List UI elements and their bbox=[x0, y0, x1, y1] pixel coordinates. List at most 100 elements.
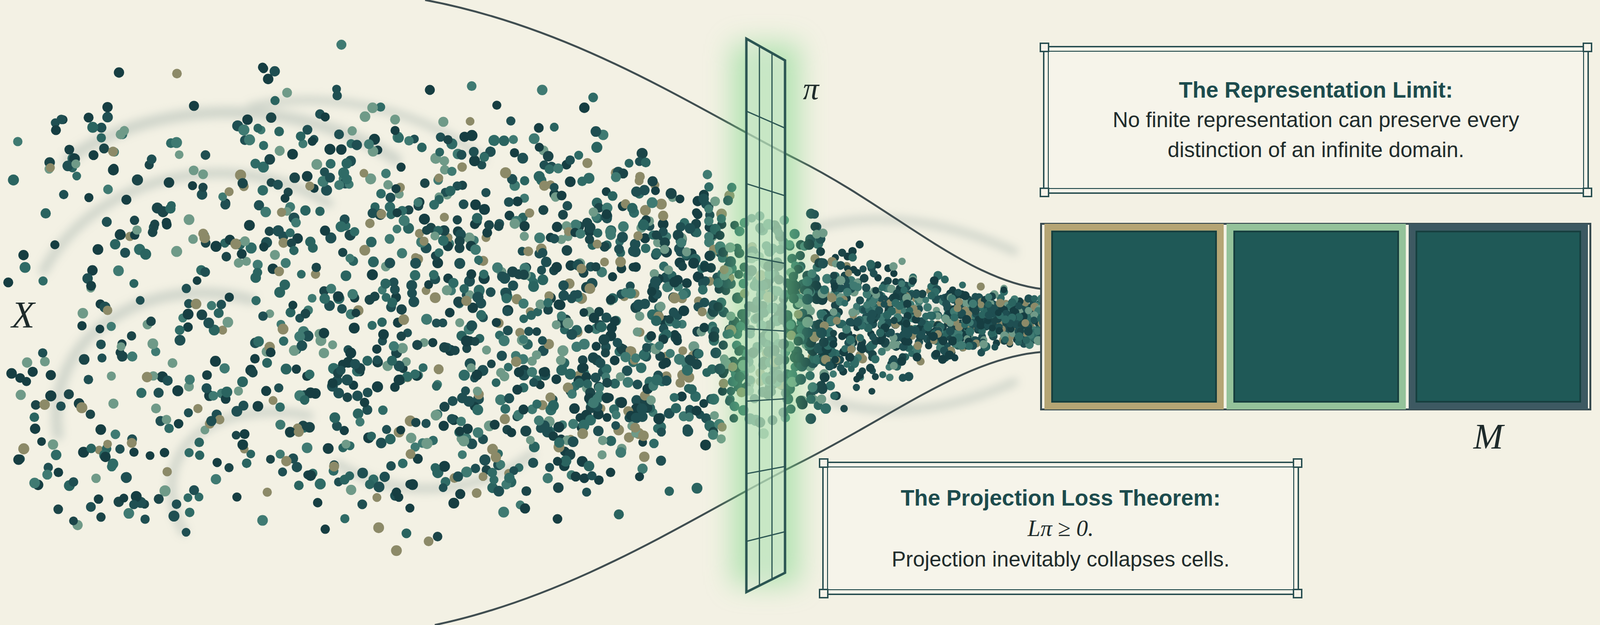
data-point bbox=[270, 249, 281, 260]
data-point bbox=[493, 221, 504, 231]
data-point bbox=[577, 428, 588, 439]
data-point bbox=[153, 387, 164, 398]
data-point bbox=[591, 341, 601, 351]
data-point bbox=[422, 225, 432, 235]
data-point bbox=[657, 427, 667, 437]
data-point bbox=[698, 193, 710, 204]
data-point bbox=[188, 485, 200, 496]
data-point bbox=[447, 166, 457, 176]
data-point bbox=[929, 275, 939, 285]
data-point bbox=[238, 400, 249, 411]
data-point bbox=[541, 256, 552, 268]
data-point bbox=[87, 121, 99, 133]
data-point bbox=[561, 244, 573, 256]
data-point bbox=[50, 240, 60, 250]
data-point bbox=[371, 381, 384, 393]
data-point bbox=[830, 391, 839, 400]
data-point bbox=[159, 447, 170, 458]
data-point bbox=[348, 322, 360, 334]
data-point bbox=[83, 374, 94, 385]
data-point bbox=[598, 334, 610, 346]
data-point bbox=[600, 257, 609, 267]
data-point bbox=[185, 507, 195, 517]
data-point bbox=[537, 274, 549, 286]
data-point bbox=[367, 102, 378, 114]
data-point bbox=[264, 226, 274, 236]
data-point bbox=[609, 355, 620, 366]
data-point bbox=[171, 245, 183, 258]
data-point bbox=[868, 387, 876, 395]
data-point bbox=[116, 342, 126, 351]
data-point bbox=[615, 396, 628, 408]
data-point bbox=[291, 364, 301, 374]
data-point bbox=[488, 134, 500, 146]
data-point bbox=[638, 429, 649, 441]
data-point bbox=[669, 392, 679, 402]
data-point bbox=[102, 305, 113, 315]
data-point bbox=[616, 231, 629, 243]
data-point bbox=[641, 243, 651, 254]
data-point bbox=[262, 357, 272, 368]
data-point bbox=[433, 364, 444, 375]
data-point bbox=[108, 398, 119, 409]
data-point bbox=[911, 326, 920, 335]
data-point bbox=[880, 300, 888, 308]
data-point bbox=[491, 317, 501, 328]
data-point bbox=[219, 363, 230, 374]
data-point bbox=[279, 279, 291, 290]
data-point bbox=[96, 512, 106, 522]
data-point bbox=[551, 221, 562, 232]
data-point bbox=[590, 126, 602, 137]
data-point bbox=[700, 439, 711, 451]
data-point bbox=[538, 204, 549, 215]
data-point bbox=[447, 396, 458, 406]
data-point bbox=[196, 309, 208, 320]
data-point bbox=[127, 330, 137, 341]
data-point bbox=[904, 337, 913, 346]
data-point bbox=[888, 340, 899, 350]
data-point bbox=[127, 351, 138, 362]
data-point bbox=[506, 427, 516, 437]
data-point bbox=[86, 443, 97, 454]
data-point bbox=[444, 307, 455, 318]
data-point bbox=[958, 281, 966, 288]
data-point bbox=[925, 342, 933, 350]
data-point bbox=[257, 514, 269, 526]
data-point bbox=[584, 324, 594, 333]
data-point bbox=[214, 414, 225, 425]
data-point bbox=[556, 355, 566, 365]
data-point bbox=[898, 257, 906, 265]
data-point bbox=[278, 336, 288, 346]
data-point bbox=[129, 215, 140, 225]
data-point bbox=[478, 471, 488, 481]
data-point bbox=[171, 68, 182, 79]
data-point bbox=[324, 143, 336, 155]
data-point bbox=[408, 296, 420, 307]
data-point bbox=[591, 141, 603, 153]
data-point bbox=[18, 442, 30, 455]
data-point bbox=[40, 208, 51, 219]
data-point bbox=[557, 344, 569, 357]
data-point bbox=[708, 331, 719, 343]
data-point bbox=[859, 265, 867, 273]
data-point bbox=[898, 280, 905, 287]
data-point bbox=[492, 100, 502, 110]
data-point bbox=[383, 180, 394, 190]
data-point bbox=[53, 504, 64, 515]
data-point bbox=[564, 176, 576, 187]
data-point bbox=[332, 90, 342, 100]
data-point bbox=[78, 354, 90, 365]
data-point bbox=[13, 136, 23, 146]
data-point bbox=[77, 320, 87, 330]
data-point bbox=[551, 261, 562, 273]
data-point bbox=[190, 298, 202, 310]
data-point bbox=[161, 217, 172, 228]
data-point bbox=[542, 150, 554, 162]
data-point bbox=[307, 293, 317, 303]
data-point bbox=[30, 400, 41, 410]
data-point bbox=[347, 126, 357, 136]
data-point bbox=[224, 292, 234, 302]
data-point bbox=[829, 271, 838, 279]
data-point bbox=[377, 317, 387, 328]
data-point bbox=[188, 234, 199, 244]
